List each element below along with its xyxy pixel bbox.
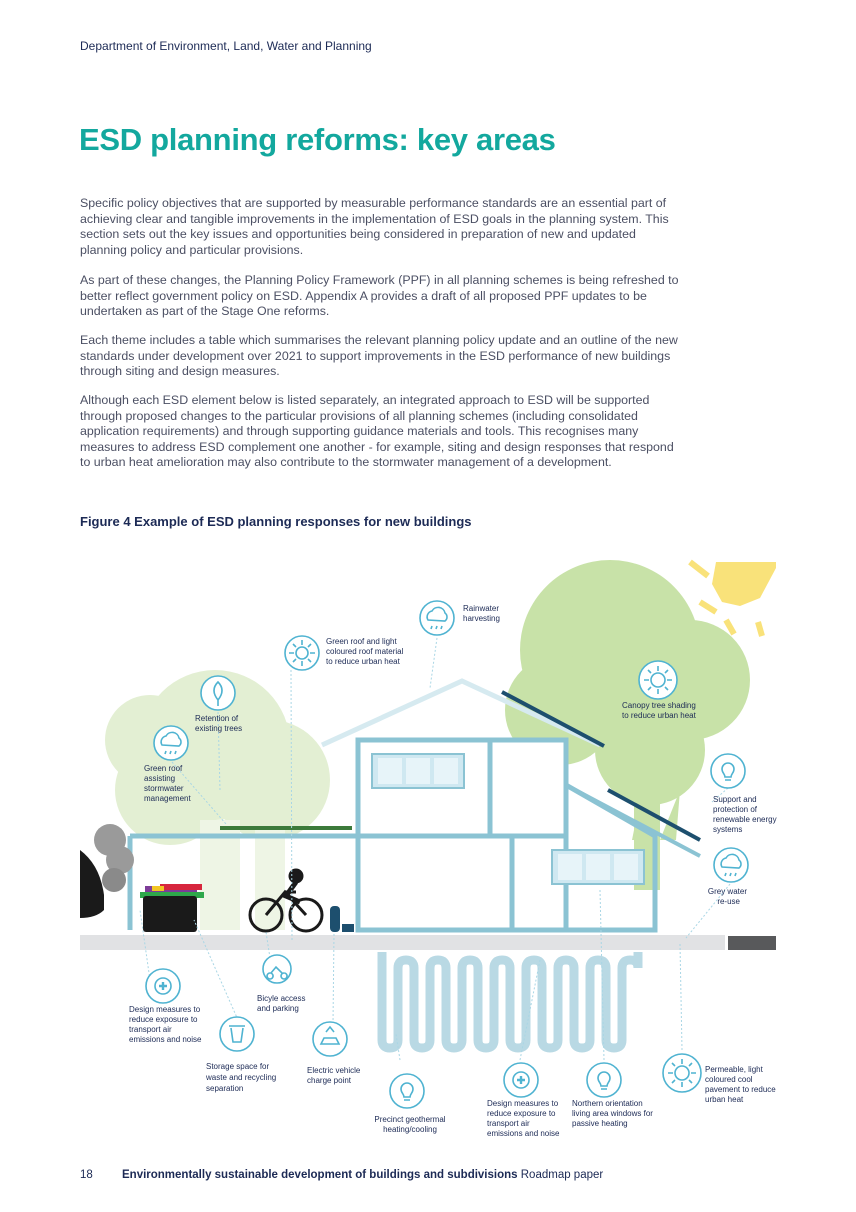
cloud-rain-icon bbox=[153, 725, 189, 761]
paragraph-line: application requirements) and through su… bbox=[80, 424, 639, 439]
rainwater-icon bbox=[419, 600, 455, 636]
page-footer: 18 Environmentally sustainable developmen… bbox=[80, 1169, 603, 1181]
northern-bulb-icon bbox=[586, 1062, 622, 1098]
bicycle-icon bbox=[248, 868, 324, 933]
lower-window bbox=[551, 849, 645, 885]
body-paragraph-3: Each theme includes a table which summar… bbox=[80, 333, 778, 380]
grey-water-icon bbox=[713, 847, 749, 883]
waste-bin-icon bbox=[219, 1016, 255, 1052]
paragraph-line: planning policy and particular provision… bbox=[80, 242, 304, 257]
footer-doc-type: Roadmap paper bbox=[520, 1169, 604, 1181]
body-paragraph-2: As part of these changes, the Planning P… bbox=[80, 273, 778, 320]
road bbox=[728, 936, 776, 950]
solar-panel-lower bbox=[607, 788, 701, 842]
paragraph-line: better reflect government policy on ESD.… bbox=[80, 288, 647, 303]
paragraph-line: Although each ESD element below is liste… bbox=[80, 393, 650, 407]
page-title: ESD planning reforms: key areas bbox=[79, 122, 556, 157]
medical-cross-icon-2 bbox=[503, 1062, 539, 1098]
leader-lines bbox=[139, 637, 731, 1061]
figure-caption: Figure 4 Example of ESD planning respons… bbox=[80, 514, 472, 529]
paragraph-line: through proposed changes to the particul… bbox=[80, 408, 638, 423]
bicycle-parking-icon bbox=[262, 954, 292, 984]
geothermal-loop bbox=[377, 952, 643, 1053]
sun-burst-icon bbox=[284, 635, 320, 671]
page-number: 18 bbox=[80, 1169, 93, 1181]
waste-bins bbox=[140, 884, 204, 932]
canopy-sun-icon bbox=[638, 660, 678, 700]
body-paragraph-1: Specific policy objectives that are supp… bbox=[80, 196, 778, 258]
tree-leaf-icon bbox=[200, 675, 236, 711]
paragraph-line: standards under development over 2021 to… bbox=[80, 348, 671, 363]
paragraph-line: Specific policy objectives that are supp… bbox=[80, 196, 667, 210]
car bbox=[80, 850, 104, 918]
solar-panel-upper bbox=[501, 690, 605, 748]
paragraph-line: section sets out the key issues and oppo… bbox=[80, 227, 636, 242]
ground bbox=[80, 935, 725, 950]
paragraph-line: through siting and design measures. bbox=[80, 364, 280, 379]
pavement-sun-icon bbox=[662, 1053, 702, 1093]
geothermal-bulb-icon bbox=[389, 1073, 425, 1109]
paragraph-line: to urban heat amelioration may also cont… bbox=[80, 455, 612, 470]
department-header: Department of Environment, Land, Water a… bbox=[80, 39, 372, 53]
paragraph-line: measures to address ESD complement one a… bbox=[80, 439, 674, 454]
renewable-bulb-icon bbox=[710, 753, 746, 789]
body-paragraph-4: Although each ESD element below is liste… bbox=[80, 393, 778, 471]
roof-line bbox=[320, 678, 602, 748]
ev-charge-icon bbox=[312, 1021, 348, 1057]
paragraph-line: As part of these changes, the Planning P… bbox=[80, 273, 679, 287]
roof-eave bbox=[565, 783, 701, 858]
paragraph-line: undertaken as part of the Stage One refo… bbox=[80, 304, 330, 319]
upper-window bbox=[371, 753, 465, 789]
medical-cross-icon bbox=[145, 968, 181, 1004]
paragraph-line: Each theme includes a table which summar… bbox=[80, 333, 678, 347]
sun-icon bbox=[688, 559, 776, 637]
footer-doc-title: Environmentally sustainable development … bbox=[122, 1169, 518, 1181]
ev-charger bbox=[330, 906, 354, 932]
paragraph-line: achieving clear and tangible improvement… bbox=[80, 211, 669, 226]
